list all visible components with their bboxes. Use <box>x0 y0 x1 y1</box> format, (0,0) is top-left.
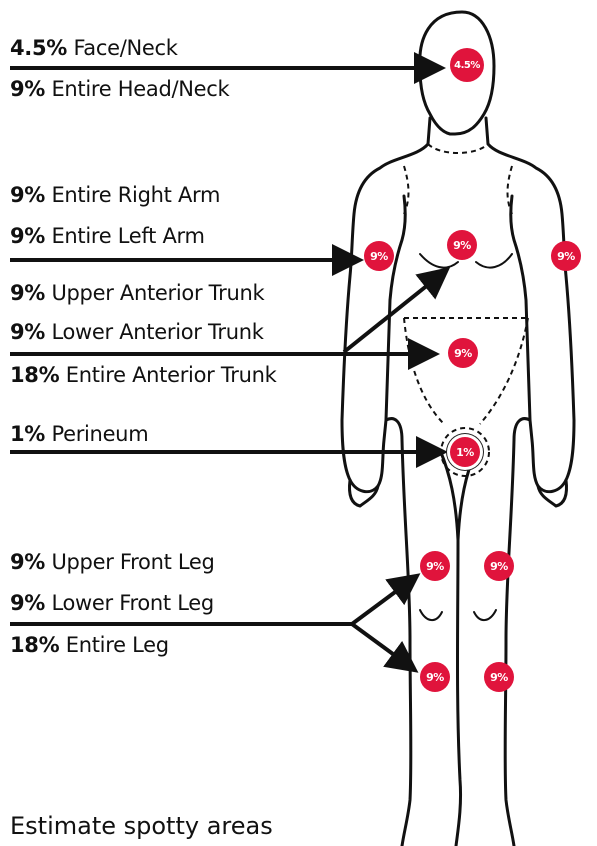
badge-head: 4.5% <box>450 48 484 82</box>
label-lower-trunk-text: Lower Anterior Trunk <box>51 320 263 344</box>
label-lower-leg: 9% Lower Front Leg <box>10 591 214 615</box>
dashed-groin-left <box>404 318 444 424</box>
label-lower-leg-pct: 9% <box>10 591 45 615</box>
label-face-neck-text: Face/Neck <box>73 36 177 60</box>
badge-abdomen: 9% <box>448 338 478 368</box>
pointer-chest <box>344 272 444 352</box>
label-left-arm-pct: 9% <box>10 224 45 248</box>
badge-left-arm: 9% <box>551 241 581 271</box>
label-upper-trunk-pct: 9% <box>10 281 45 305</box>
crotch-line <box>440 450 461 846</box>
label-perineum-pct: 1% <box>10 422 45 446</box>
label-upper-leg: 9% Upper Front Leg <box>10 550 215 574</box>
label-right-arm-pct: 9% <box>10 183 45 207</box>
label-perineum: 1% Perineum <box>10 422 148 446</box>
badge-left-thigh: 9% <box>484 551 514 581</box>
badge-right-shin: 9% <box>420 662 450 692</box>
label-face-neck: 4.5% Face/Neck <box>10 36 178 60</box>
label-entire-trunk-text: Entire Anterior Trunk <box>66 363 277 387</box>
body-left-edge <box>342 118 430 846</box>
footer-note: Estimate spotty areas <box>10 812 273 840</box>
body-right-edge <box>486 118 574 846</box>
label-upper-trunk: 9% Upper Anterior Trunk <box>10 281 264 305</box>
dashed-groin-right <box>480 318 528 424</box>
label-entire-leg-pct: 18% <box>10 633 59 657</box>
inner-arm-left <box>386 196 405 420</box>
label-upper-leg-text: Upper Front Leg <box>51 550 214 574</box>
label-lower-trunk-pct: 9% <box>10 320 45 344</box>
label-head-neck: 9% Entire Head/Neck <box>10 77 229 101</box>
body-outline <box>342 12 574 846</box>
label-entire-trunk: 18% Entire Anterior Trunk <box>10 363 277 387</box>
label-right-arm-text: Entire Right Arm <box>51 183 220 207</box>
pointer-thigh <box>352 578 414 624</box>
badge-left-shin: 9% <box>484 662 514 692</box>
badge-perineum: 1% <box>450 437 480 467</box>
label-head-neck-text: Entire Head/Neck <box>51 77 229 101</box>
label-face-neck-pct: 4.5% <box>10 36 67 60</box>
label-left-arm: 9% Entire Left Arm <box>10 224 205 248</box>
label-entire-leg: 18% Entire Leg <box>10 633 169 657</box>
label-upper-trunk-text: Upper Anterior Trunk <box>51 281 264 305</box>
label-entire-leg-text: Entire Leg <box>66 633 169 657</box>
label-entire-trunk-pct: 18% <box>10 363 59 387</box>
label-left-arm-text: Entire Left Arm <box>51 224 204 248</box>
badge-right-thigh: 9% <box>420 551 450 581</box>
label-upper-leg-pct: 9% <box>10 550 45 574</box>
label-lower-trunk: 9% Lower Anterior Trunk <box>10 320 264 344</box>
dashed-neck <box>428 144 488 153</box>
badge-chest: 9% <box>447 230 477 260</box>
inner-arm-right <box>511 196 530 420</box>
label-perineum-text: Perineum <box>51 422 148 446</box>
label-right-arm: 9% Entire Right Arm <box>10 183 220 207</box>
badge-right-arm: 9% <box>364 241 394 271</box>
label-head-neck-pct: 9% <box>10 77 45 101</box>
dashed-regions <box>404 144 528 476</box>
label-lower-leg-text: Lower Front Leg <box>51 591 213 615</box>
pointer-shin <box>352 624 412 668</box>
